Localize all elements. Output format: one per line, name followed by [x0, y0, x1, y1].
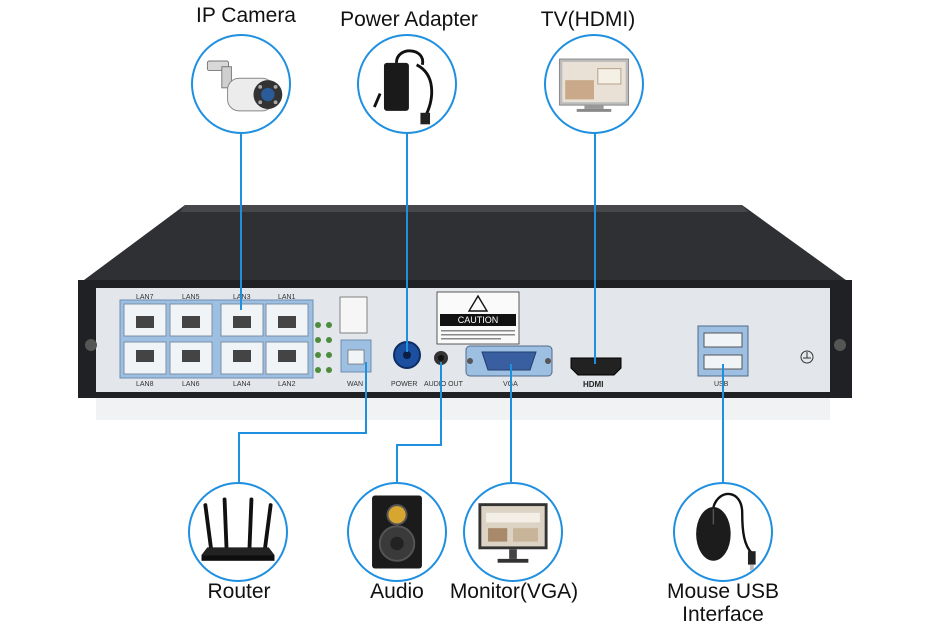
caution-title: CAUTION — [458, 315, 499, 325]
ip-camera-circle — [191, 34, 291, 134]
mouse-label-line2: Interface — [682, 603, 764, 626]
nvr-top-cover — [80, 205, 850, 283]
wire-router-v2 — [238, 432, 240, 482]
lan1-label: LAN1 — [278, 294, 296, 301]
lan8-label: LAN8 — [136, 381, 154, 388]
router-icon — [201, 497, 275, 561]
tv-circle — [544, 34, 644, 134]
wire-audio-h — [396, 444, 442, 446]
wire-audio-v2 — [396, 444, 398, 482]
warning-icon — [467, 294, 489, 312]
wire-router-v1 — [365, 362, 367, 434]
lan2-label: LAN2 — [278, 381, 296, 388]
power-adapter-circle — [357, 34, 457, 134]
screw-right-icon — [834, 339, 846, 351]
monitor-icon — [478, 503, 548, 563]
router-label: Router — [207, 580, 271, 603]
audio-circle — [347, 482, 447, 582]
wire-monitor — [510, 364, 512, 482]
status-leds — [315, 322, 332, 373]
hdmi-label: HDMI — [583, 380, 603, 389]
power-adapter-label: Power Adapter — [340, 8, 478, 31]
wire-power-adapter — [406, 120, 408, 352]
speaker-icon — [372, 495, 422, 569]
lan7-label: LAN7 — [136, 294, 154, 301]
tv-icon — [558, 58, 630, 112]
mouse-label-line1: Mouse USB — [666, 580, 780, 603]
monitor-label: Monitor(VGA) — [449, 580, 579, 603]
power-label: POWER — [391, 381, 417, 388]
lan6-label: LAN6 — [182, 381, 200, 388]
mouse-circle — [673, 482, 773, 582]
mouse-icon — [696, 492, 756, 571]
audio-out-label: AUDIO OUT — [424, 381, 464, 388]
router-circle — [188, 482, 288, 582]
ground-icon — [800, 350, 814, 364]
hdmi-port[interactable] — [570, 357, 622, 376]
wan-label: WAN — [347, 381, 363, 388]
lan5-label: LAN5 — [182, 294, 200, 301]
power-adapter-icon — [373, 49, 434, 125]
ip-camera-label: IP Camera — [196, 4, 296, 27]
spec-table — [339, 296, 368, 334]
wire-tv — [594, 120, 596, 364]
wire-ip-camera — [240, 120, 242, 310]
lan4-label: LAN4 — [233, 381, 251, 388]
monitor-circle — [463, 482, 563, 582]
audio-label: Audio — [370, 580, 424, 603]
wire-mouse — [722, 364, 724, 482]
screw-left-icon — [85, 339, 97, 351]
usb-label: USB — [714, 381, 729, 388]
tv-label: TV(HDMI) — [540, 8, 636, 31]
wire-router-h — [238, 432, 367, 434]
wire-audio-v1 — [440, 362, 442, 446]
ip-camera-icon — [206, 60, 283, 112]
